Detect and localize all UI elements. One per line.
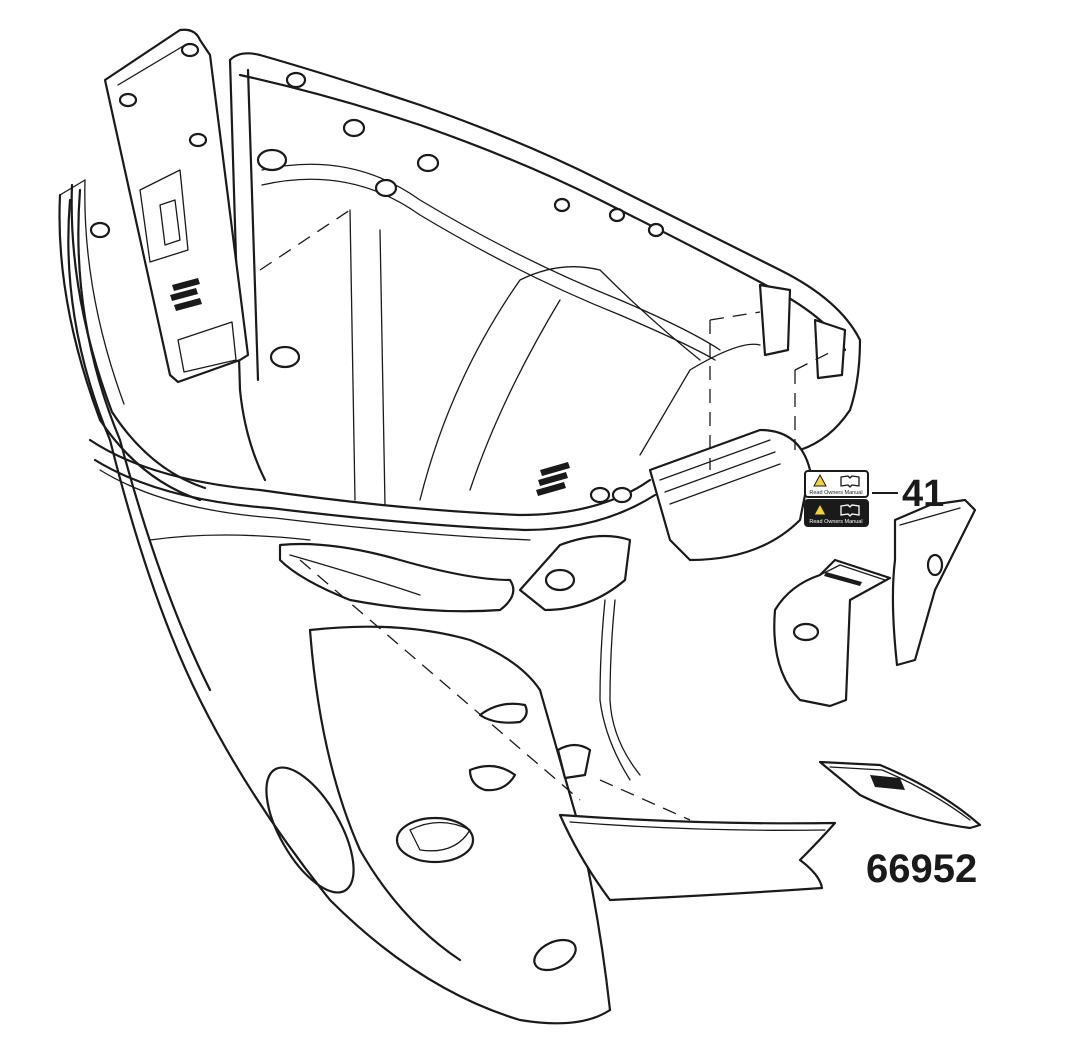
book-icon-bottom	[840, 504, 860, 517]
cowl-opening-mid	[395, 816, 475, 864]
assembly-lines	[259, 209, 836, 821]
cowl-opening-bottom	[533, 938, 577, 972]
warning-icon	[813, 473, 827, 487]
warning-icon-bottom	[813, 502, 827, 516]
hinge-bracket-far-right	[813, 318, 847, 380]
seal-strip-left	[58, 179, 207, 502]
side-bracket-b	[891, 498, 977, 667]
book-icon	[840, 475, 860, 488]
fastener-3	[556, 743, 592, 780]
hinge-bracket-right	[758, 283, 792, 357]
decal-item-41: Read Owners Manual Read Owners Manual	[804, 470, 869, 527]
fastener-2	[468, 764, 517, 792]
upper-cowl-frame	[88, 52, 862, 781]
figure-id: 66952	[866, 847, 977, 891]
center-mount	[518, 534, 632, 612]
front-chin-block	[648, 428, 812, 562]
lower-cowl-shell	[67, 188, 612, 1025]
callout-number-41: 41	[902, 473, 944, 515]
rear-bracket-panel	[103, 28, 250, 384]
cowl-opening-left	[265, 766, 355, 894]
side-bracket-a	[773, 558, 892, 708]
decal-caption-bottom: Read Owners Manual	[809, 519, 862, 525]
decal-caption-top: Read Owners Manual	[809, 490, 862, 496]
boss-group	[89, 71, 665, 504]
side-skirt-panel	[558, 813, 837, 902]
fastener-1	[478, 702, 528, 724]
clip-group	[536, 462, 570, 496]
trim-wedge	[818, 760, 982, 830]
